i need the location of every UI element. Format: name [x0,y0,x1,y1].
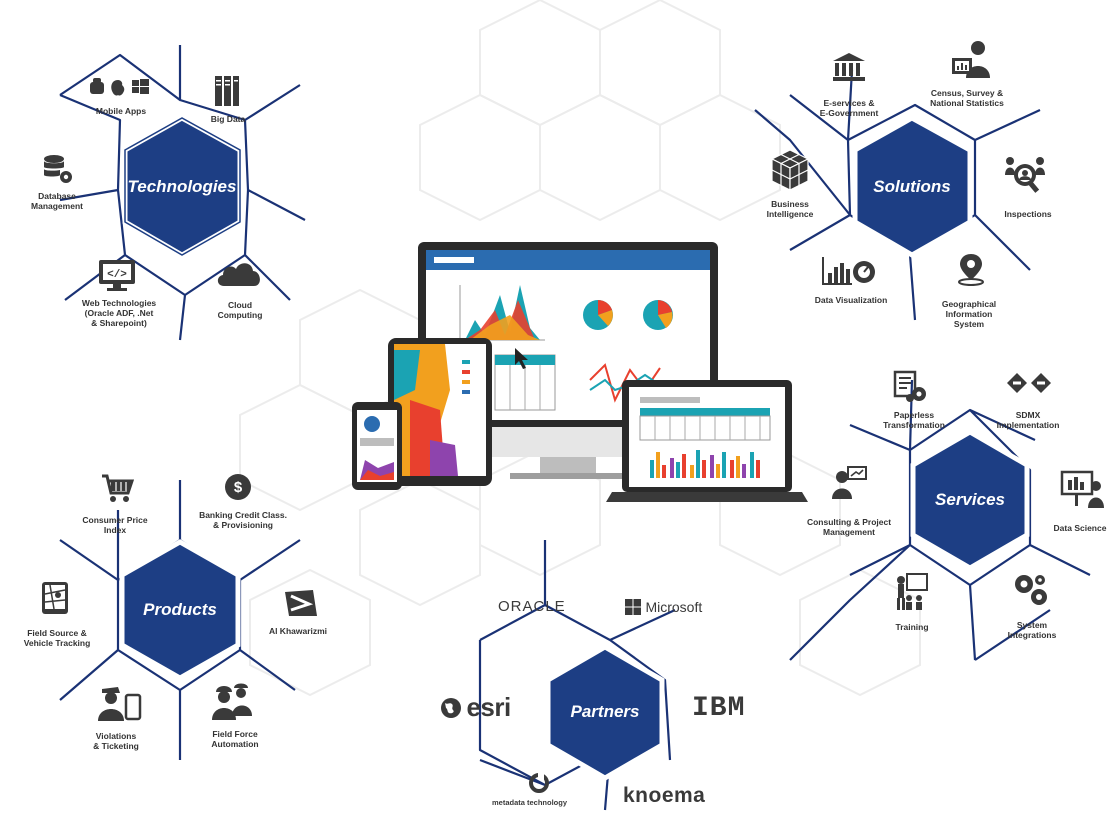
solutions-title: Solutions [873,177,951,196]
consulting-icon [832,466,867,499]
chart-gauge-icon [822,257,875,285]
microsoft-windows-icon [625,598,641,615]
partners-title: Partners [570,702,640,721]
label-mobile-apps: Mobile Apps [95,106,147,116]
map-tracking-icon [42,582,68,614]
label-web-technologies: Web Technologies (Oracle ADF, .Net & Sha… [81,298,157,328]
microsoft-logo-group: Microsoft [625,598,702,616]
officer-ticket-icon [98,687,142,721]
label-consulting: Consulting & Project Management [806,517,892,537]
sdmx-icon [1007,373,1051,393]
solutions-hub [852,115,973,258]
label-sdmx: SDMX Implementation [996,410,1060,430]
label-business-intelligence: Business Intelligence [766,199,814,219]
field-workers-icon [212,683,252,720]
label-paperless: Paperless Transformation [883,410,945,430]
label-system-integrations: System Integrations [1007,620,1057,640]
label-field-force: Field Force Automation [211,729,259,749]
services-title: Services [935,490,1005,509]
label-training: Training [895,622,929,632]
data-science-icon [1060,470,1104,508]
label-al-khawarizmi: Al Khawarizmi [268,626,328,636]
knoema-logo: knoema [623,784,706,807]
database-gear-icon [44,155,72,183]
label-data-science: Data Science [1053,523,1107,533]
laptop [606,380,808,502]
dollar-coin-icon: $ [225,474,251,500]
inspection-icon [1005,157,1045,193]
svg-text:$: $ [234,479,243,496]
oracle-logo: ORACLE [498,598,566,615]
label-inspections: Inspections [1004,209,1052,219]
label-field-source: Field Source & Vehicle Tracking [23,628,91,648]
mobile-platforms-icon [90,78,149,96]
label-database-management: Database Management [31,191,83,211]
products-hub [119,539,241,681]
label-violations: Violations & Ticketing [93,731,139,751]
label-cloud-computing: Cloud Computing [217,300,263,320]
server-rack-icon [215,76,239,106]
devices-illustration [352,242,808,502]
paperless-icon [893,370,926,402]
label-gis: Geographical Information System [941,299,997,329]
khawarizmi-logo-icon [285,590,317,616]
partners-hub [545,644,665,781]
metadata-technology-logo: metadata technology [492,798,568,807]
label-e-services: E-services & E-Government [819,98,879,118]
label-data-visualization: Data Visualization [814,295,888,305]
services-hub [910,429,1030,571]
label-census: Census, Survey & National Statistics [930,88,1004,108]
monitor-code-icon: </> [99,260,135,291]
shopping-cart-icon [102,474,134,502]
tablet [388,338,492,486]
training-icon [897,573,928,610]
ibm-logo: IBM [692,693,746,724]
technologies-title: Technologies [127,177,237,196]
map-pin-icon [958,254,984,286]
label-consumer-price-index: Consumer Price Index [82,515,148,535]
products-title: Products [143,600,217,619]
phone [352,402,402,490]
census-person-icon [952,41,990,78]
cloud-icon [217,263,260,286]
esri-globe-icon [441,697,461,718]
esri-logo-text: esri [466,692,511,722]
svg-text:</>: </> [107,269,127,281]
gears-icon [1015,575,1047,605]
microsoft-logo-text: Microsoft [645,598,703,615]
metadata-technology-icon [529,772,549,793]
label-big-data: Big Data [210,114,246,124]
esri-logo-group: esri [440,692,511,723]
government-building-icon [833,53,865,81]
cube-icon [770,149,810,191]
label-banking-credit: Banking Credit Class. & Provisioning [199,510,287,530]
